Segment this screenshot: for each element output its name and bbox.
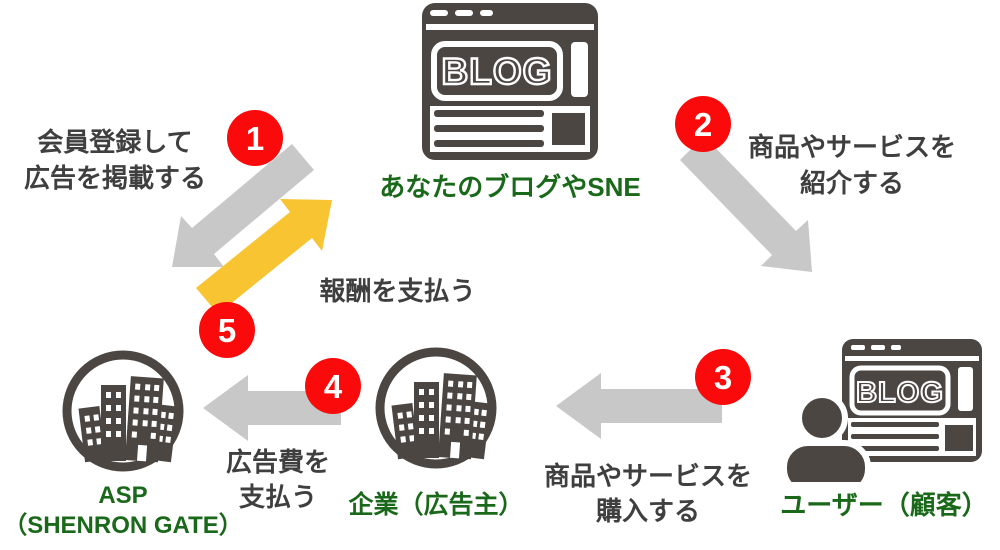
step-4-number: 4 (323, 367, 343, 405)
step-2-label-line2: 紹介する (799, 168, 904, 198)
company-building-icon (374, 346, 498, 470)
step-1-label-line2: 広告を掲載する (23, 163, 206, 193)
step-4-label-line2: 支払う (238, 482, 317, 512)
step-1-label: 会員登録して 広告を掲載する (10, 124, 220, 196)
blog-node-label-text: あなたのブログやSNE (379, 172, 641, 202)
arrow-step5-pay-reward (196, 199, 332, 314)
user-node-label: ユーザー（顧客） (778, 490, 990, 520)
step-3-label-line1: 商品やサービスを (543, 461, 752, 491)
asp-label-line2: （SHENRON GATE） (3, 512, 243, 539)
step-2-badge: 2 (675, 96, 731, 152)
step-1-number: 1 (245, 119, 265, 157)
arrow-step3-purchase (556, 373, 722, 439)
step-1-label-line1: 会員登録して (37, 127, 193, 157)
company-node-label: 企業（広告主） (336, 490, 536, 520)
blog-icon-text: BLOG (442, 51, 553, 92)
step-2-label: 商品やサービスを 紹介する (738, 129, 966, 201)
user-blog-icon-text: BLOG (856, 377, 944, 409)
step-4-badge: 4 (305, 358, 361, 414)
step-5-label: 報酬を支払う (300, 273, 495, 309)
step-3-number: 3 (713, 358, 733, 396)
step-5-badge: 5 (199, 302, 255, 358)
step-2-number: 2 (693, 105, 713, 143)
step-4-label-line1: 広告費を (225, 447, 330, 477)
step-3-label-line2: 購入する (595, 496, 700, 526)
asp-node-label: ASP （SHENRON GATE） (0, 481, 246, 541)
step-4-label: 広告費を 支払う (213, 445, 343, 515)
user-label-text: ユーザー（顧客） (780, 490, 988, 520)
user-browser-icon: BLOG (781, 339, 982, 482)
step-3-label: 商品やサービスを 購入する (533, 459, 763, 529)
company-label-text: 企業（広告主） (348, 491, 524, 519)
arrow-step2-introduce (680, 136, 812, 272)
step-3-badge: 3 (695, 349, 751, 405)
asp-building-icon (61, 349, 185, 473)
asp-label-line1: ASP (98, 482, 148, 509)
blog-browser-icon: BLOG (422, 3, 598, 160)
arrow-step1-register (172, 144, 314, 267)
step-5-number: 5 (217, 311, 237, 349)
blog-node-label: あなたのブログやSNE (360, 172, 660, 202)
step-5-label-line1: 報酬を支払う (319, 276, 476, 306)
step-2-label-line1: 商品やサービスを (747, 132, 956, 162)
step-1-badge: 1 (227, 110, 283, 166)
